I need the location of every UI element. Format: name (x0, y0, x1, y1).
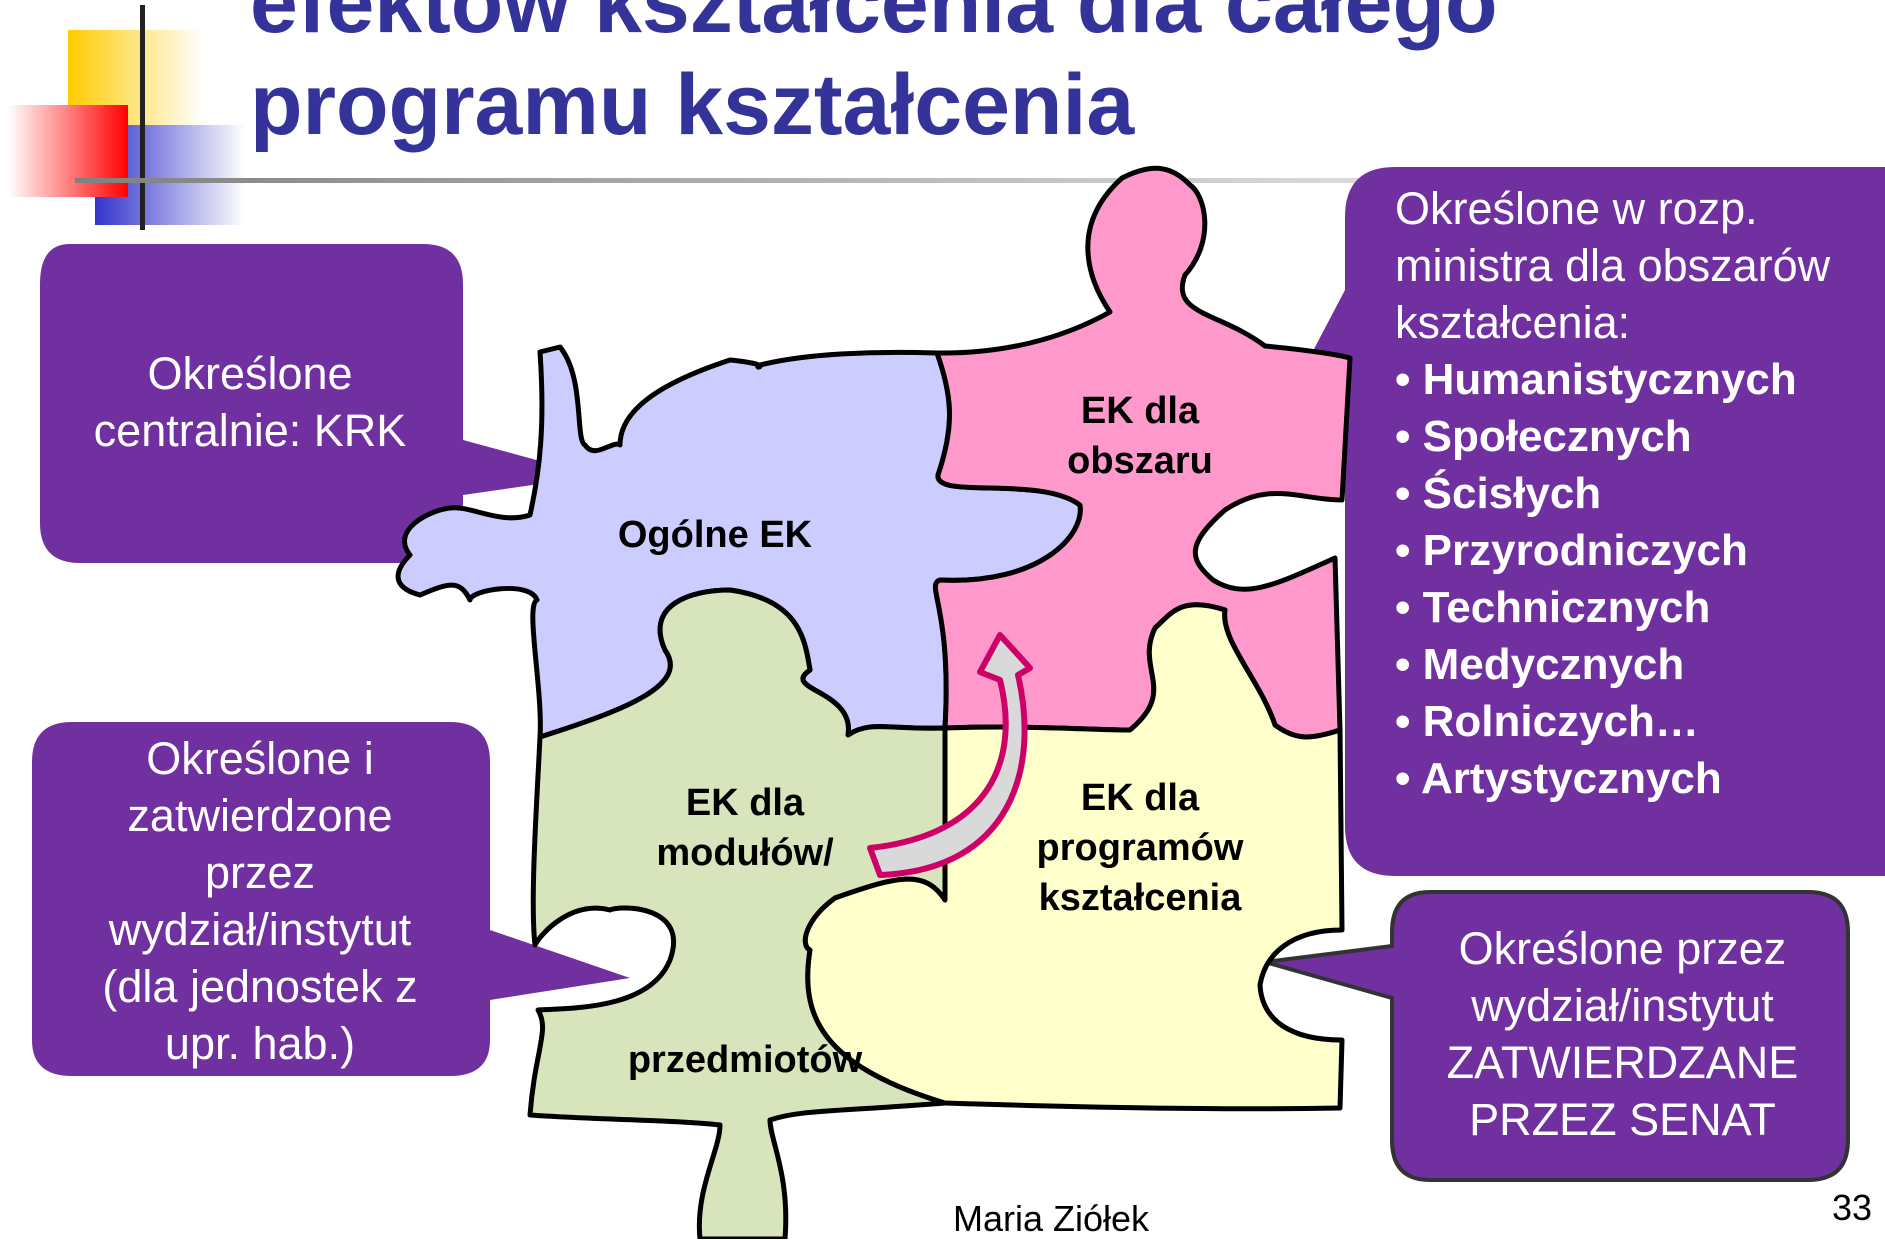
education-area-item: • Społecznych (1395, 412, 1692, 461)
callout-central-text: Określone centralnie: KRK (60, 345, 440, 459)
callout-ministry-intro-line: kształcenia: (1395, 297, 1631, 348)
callout-faculty-bubble (32, 722, 630, 1076)
callout-senate-line: Określone przez (1458, 923, 1787, 974)
piece-label-area-line-1: EK dla (1080, 390, 1200, 432)
piece-label-programs-line-3: kształcenia (1038, 877, 1242, 919)
education-area-item: • Technicznych (1395, 583, 1711, 632)
callout-senate-line: PRZEZ SENAT (1469, 1094, 1776, 1145)
piece-label-programs-line-2: programów (1036, 827, 1244, 869)
callout-central-bubble (40, 244, 595, 563)
callout-senate-line: wydział/instytut (1471, 980, 1774, 1031)
callout-ministry-intro-line: Określone w rozp. (1395, 183, 1758, 234)
callout-faculty-line: przez (204, 847, 316, 898)
callout-faculty-text: Określone i zatwierdzone przez wydział/i… (45, 730, 475, 1072)
piece-label-modules-continued: przedmiotów (627, 1039, 863, 1081)
callout-ministry-text: Określone w rozp. ministra dla obszarów … (1395, 180, 1880, 807)
piece-label-general: Ogólne EK (617, 514, 813, 556)
callout-faculty-line: zatwierdzone (127, 790, 393, 841)
callout-senate-text: Określone przez wydział/instytut ZATWIER… (1400, 920, 1845, 1148)
callout-faculty-line: Określone i (146, 733, 374, 784)
slide-title-line-2: programu kształcenia (250, 57, 1135, 153)
callout-faculty-line: upr. hab.) (164, 1018, 356, 1069)
page-number: 33 (1832, 1187, 1873, 1228)
callout-faculty-line: (dla jednostek z (102, 961, 418, 1012)
callout-ministry-intro-line: ministra dla obszarów (1395, 240, 1831, 291)
education-area-item: • Artystycznych (1395, 754, 1722, 803)
slide-decoration-logo (8, 5, 1885, 230)
piece-label-modules-line-1: EK dla (685, 782, 805, 824)
education-area-item: • Humanistycznych (1395, 355, 1797, 404)
piece-label-programs-line-1: EK dla (1080, 777, 1200, 819)
education-area-item: • Przyrodniczych (1395, 526, 1748, 575)
piece-label-area-line-2: obszaru (1067, 440, 1213, 482)
education-area-item: • Medycznych (1395, 640, 1685, 689)
education-area-item: • Ścisłych (1395, 469, 1602, 518)
slide-title-line-1: efektów kształcenia dla całego (250, 0, 1498, 51)
callout-faculty-line: wydział/instytut (108, 904, 412, 955)
education-areas-list: • Humanistycznych • Społecznych • Ścisły… (1395, 351, 1880, 807)
callout-senate-line: ZATWIERDZANE (1446, 1037, 1799, 1088)
puzzle-piece-ek-modules (527, 587, 948, 1239)
callout-ministry-bubble (1282, 167, 1885, 876)
author-name: Maria Ziółek (953, 1198, 1150, 1239)
callout-central-line: centralnie: KRK (93, 405, 407, 456)
education-area-item: • Rolniczych… (1395, 697, 1699, 746)
callout-central-line: Określone (147, 348, 353, 399)
puzzle-piece-ek-programs (802, 602, 1345, 1112)
curved-arrow-icon (867, 632, 1033, 878)
callout-senate-bubble (1264, 890, 1850, 1182)
piece-label-modules-line-2: modułów/ (656, 832, 834, 874)
